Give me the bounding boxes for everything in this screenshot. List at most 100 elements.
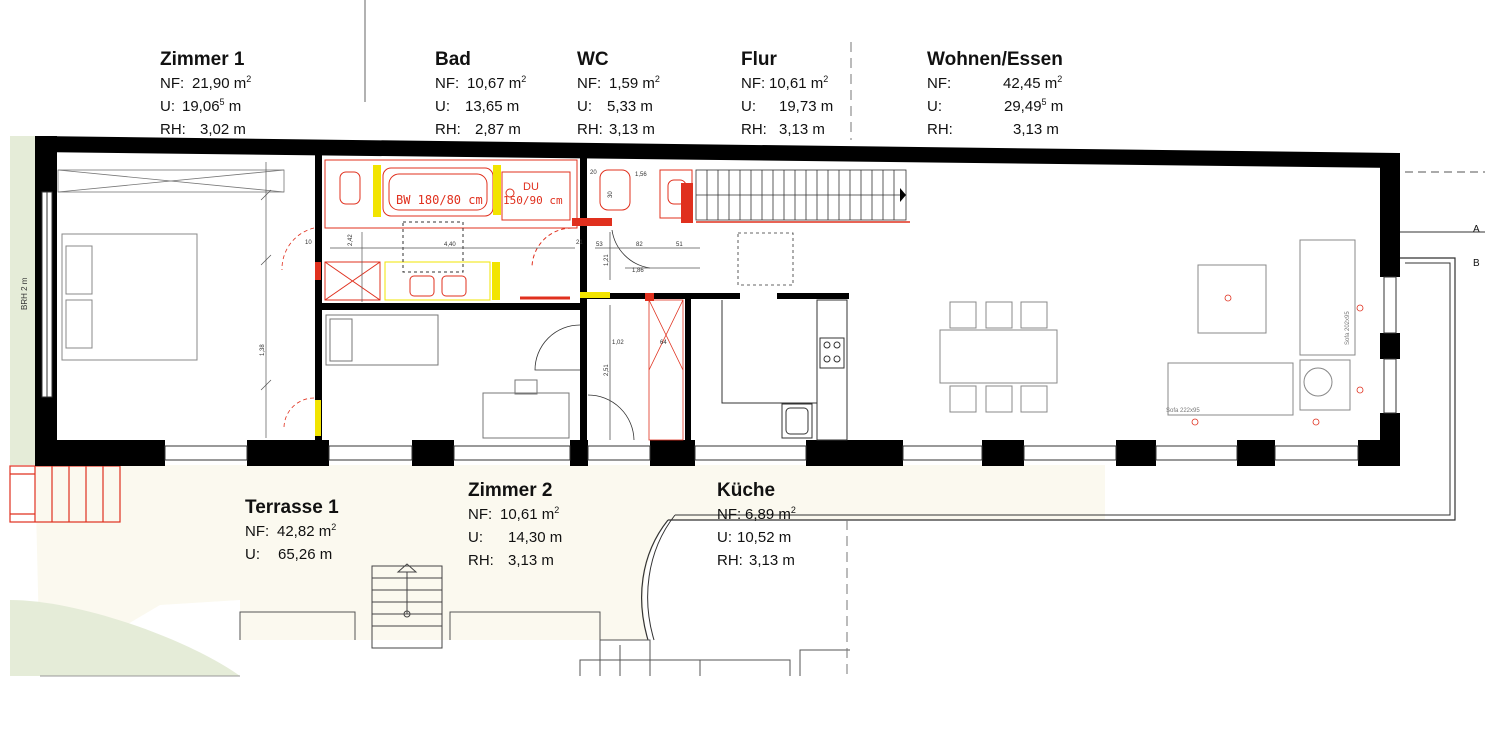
terrace-outline [668,257,1456,521]
nf-sup: 2 [331,522,337,532]
dim-242: 2,42 [348,234,354,246]
u-key: U: [160,98,175,115]
room-name: Bad [435,49,471,70]
zimmer2-furniture [325,314,570,439]
basement-outline [239,611,850,676]
room-label-zimmer1: Zimmer 1 NF:21,90 m2 U:19,065 m RH:3,02 … [160,48,251,141]
flur-details [595,232,794,441]
nf-sup: 2 [823,74,829,84]
dim-20: 20 [590,170,597,176]
stair-arrow [900,188,906,202]
dimension-labels: 4,40 2,42 1,56 1,86 1,21 2,51 1,02 1,38 … [260,170,683,376]
dim-21: 21 [576,240,583,246]
door-swing-zimmer1 [281,227,315,271]
room-name: Zimmer 1 [160,49,245,70]
window-right [1383,276,1397,334]
nf-value: 1,59 m [609,75,655,92]
u-value: 14,30 m [508,529,563,546]
wall-red-4 [681,183,693,223]
rh-value: 3,13 m [749,552,795,569]
terrace-area [35,465,1105,676]
rh-key: RH: [160,121,186,138]
wall-kueche-top-gap [740,293,777,299]
dim-53: 53 [596,242,603,248]
sofa2-label: Sofa 202x95 [1345,311,1351,345]
dim-440: 4,40 [444,242,456,248]
garden-area [10,136,35,465]
wall-flur-kueche [685,293,691,440]
u-key: U: [468,529,483,546]
garden-area-lower [10,600,240,676]
nf-sup: 2 [521,74,527,84]
dim-156: 1,56 [635,172,647,178]
nf-key: NF: [245,523,270,540]
nf-sup: 2 [1057,74,1063,84]
room-name: Terrasse 1 [245,497,339,518]
room-name: WC [577,49,609,70]
terrace-steps [371,563,443,649]
nf-key: NF: [717,506,742,523]
u-sup: 5 [1041,97,1047,107]
u-value: 10,52 m [737,529,792,546]
wall-top [35,136,1400,168]
dim-82: 82 [636,242,643,248]
room-label-wohnen: Wohnen/Essen NF:42,45 m2 U:29,495 m RH:3… [927,48,1063,141]
nf-key: NF: [927,75,952,92]
room-label-bad: Bad NF:10,67 m2 U:13,65 m RH:2,87 m [435,48,526,141]
u-key: U: [741,98,756,115]
section-a-label: A [1473,224,1480,235]
windows-bottom [164,445,1359,461]
nf-sup: 2 [246,74,252,84]
nf-value: 6,89 m [745,506,791,523]
u-value: 19,06 [182,98,220,115]
room-label-flur: Flur NF:10,61 m2 U:19,73 m RH:3,13 m [741,48,833,141]
wardrobe [57,169,285,193]
rh-value: 3,13 m [779,121,825,138]
u-value: 19,73 m [779,98,834,115]
dim-251: 2,51 [604,364,610,376]
brh-label: BRH 2 m [20,277,29,310]
kitchen-counter [721,299,848,441]
room-label-terrasse1: Terrasse 1 NF:42,82 m2 U:65,26 m [245,496,339,566]
door-swing-zimmer2 [534,324,581,371]
wall-yellow-1 [315,400,321,436]
door-swing-wc [611,229,651,269]
dim-121: 1,21 [604,254,610,266]
dim-102: 1,02 [612,340,624,346]
wall-bottom [35,440,1400,466]
rh-value: 3,13 m [609,121,655,138]
terrace-curve-inner [647,514,676,641]
wall-yellow-2 [580,292,610,298]
bathtub-label: BW 180/80 cm [396,193,483,207]
u-value: 65,26 m [278,546,333,563]
nf-key: NF: [435,75,460,92]
rh-value: 3,13 m [1013,121,1059,138]
dim-186: 1,86 [632,268,644,274]
nf-sup: 2 [554,505,560,515]
living-set [1167,239,1356,416]
sofa1-label: Sofa 222x95 [1166,408,1200,414]
room-name: Flur [741,49,777,70]
nf-value: 21,90 m [192,75,247,92]
wall-red-2 [645,293,654,301]
u-sup: 5 [219,97,225,107]
u-unit: m [224,98,242,115]
terrace-outline-inner [675,262,1451,516]
nf-key: NF: [577,75,602,92]
room-label-wc: WC NF:1,59 m2 U:5,33 m RH:3,13 m [577,48,660,141]
dim-138: 1,38 [260,344,266,356]
room-name: Küche [717,480,776,501]
dim-51: 51 [676,242,683,248]
rh-key: RH: [717,552,743,569]
rh-value: 3,02 m [200,121,246,138]
nf-value: 10,67 m [467,75,522,92]
u-key: U: [435,98,450,115]
nf-value: 42,45 m [1003,75,1058,92]
rh-key: RH: [435,121,461,138]
terrace-curve [641,519,669,641]
nf-key: NF: [468,506,493,523]
shower-size-label: 150/90 cm [503,194,563,207]
zimmer1-dims [260,162,272,438]
dim-10: 10 [305,240,312,246]
